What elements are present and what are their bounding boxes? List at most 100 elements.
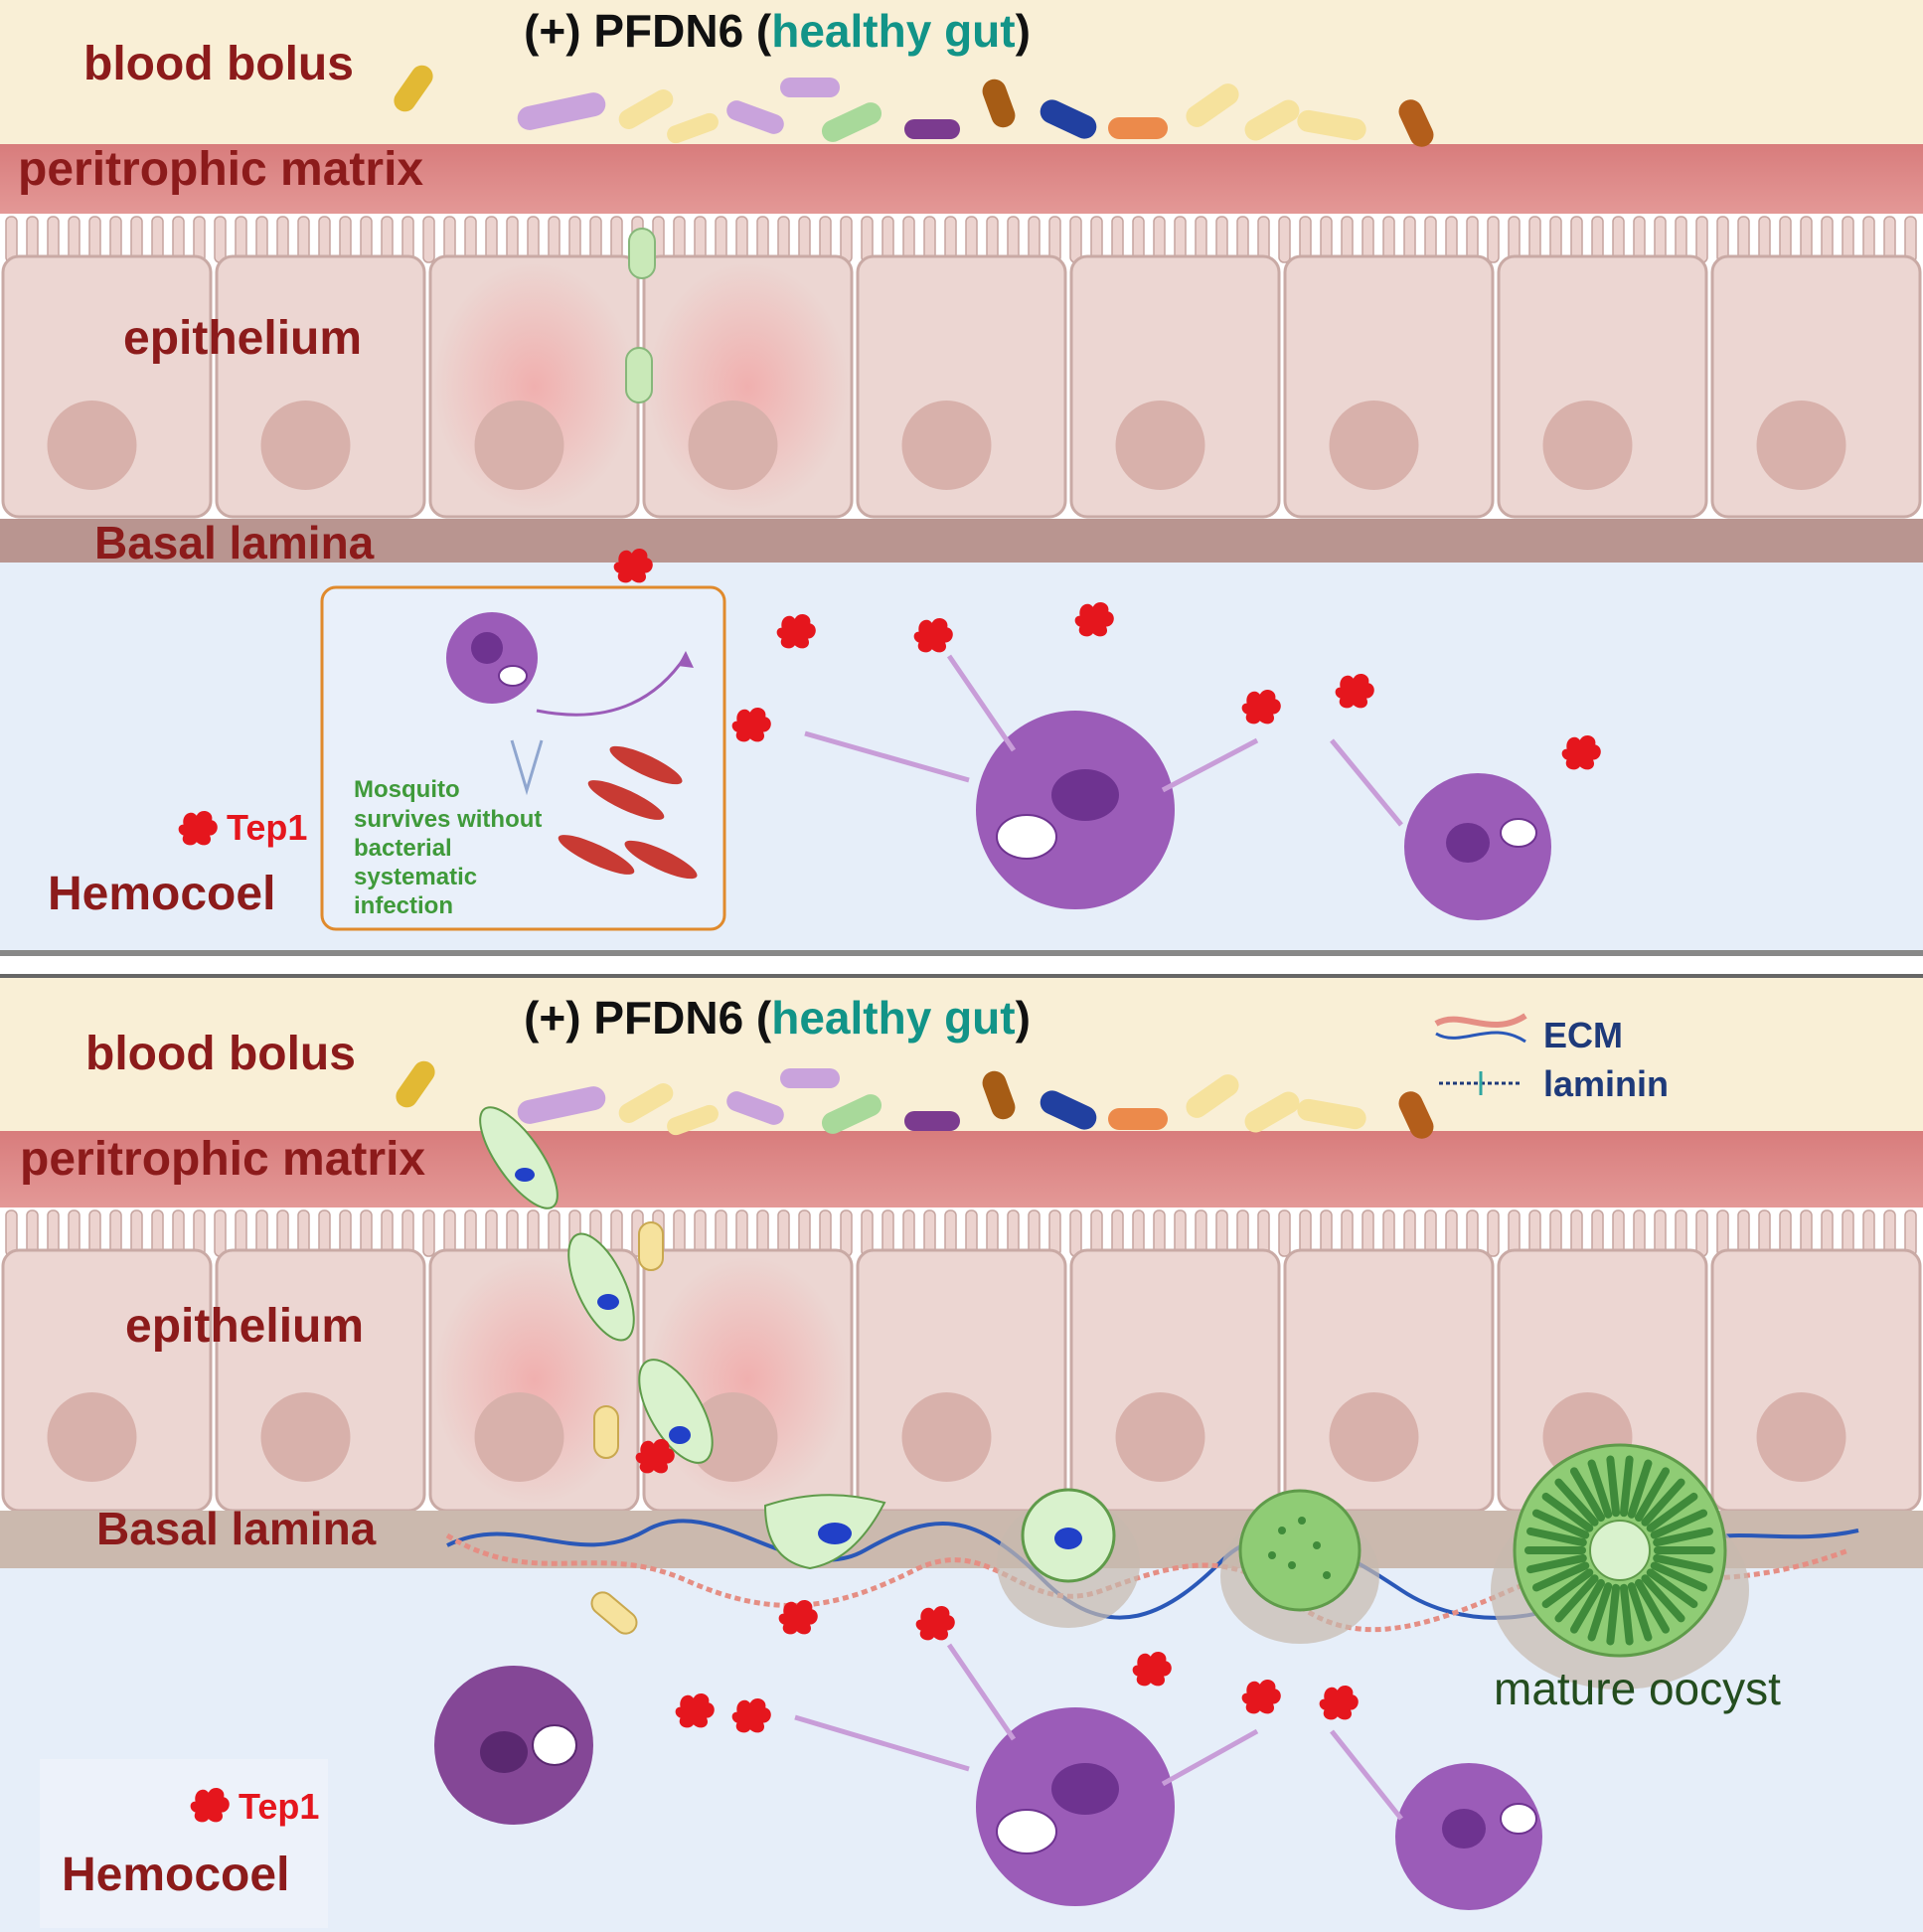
sporozoite [1570, 1467, 1605, 1523]
young-oocyst [997, 1488, 1140, 1628]
peritrophic-matrix-label: peritrophic matrix [18, 143, 423, 196]
bacterium [1108, 117, 1168, 139]
epithelium-cells [1, 1248, 1922, 1513]
microvillus [1069, 216, 1082, 263]
cell-nucleus [1329, 1392, 1419, 1482]
sporozoite [1619, 1455, 1634, 1518]
bacterium [1398, 99, 1434, 147]
inset-arrowhead [678, 651, 694, 668]
sporozoite [1635, 1467, 1670, 1523]
sporozoite [1641, 1574, 1685, 1623]
sporozoite [1587, 1582, 1613, 1642]
cell-nucleus [688, 1392, 778, 1482]
sporozoite [1526, 1553, 1587, 1574]
basal-lamina-label: Basal lamina [94, 517, 375, 568]
sporozoite [1541, 1568, 1594, 1609]
sporozoite [1619, 1583, 1634, 1646]
bacterium [618, 89, 674, 129]
hemocyte-small [1404, 773, 1551, 920]
bacterium [1040, 99, 1097, 139]
tep1-label: Tep1 [227, 807, 307, 848]
bacteria-group [394, 65, 1434, 403]
mosquito-icons [558, 745, 698, 880]
inset-text-line: infection [354, 892, 453, 919]
inset-arrow [536, 655, 688, 717]
sporozoite [1627, 1582, 1653, 1642]
sporozoite [1641, 1478, 1685, 1527]
microvillus [214, 1209, 227, 1257]
sporozoite [1531, 1561, 1590, 1592]
sporozoite [1541, 1492, 1594, 1532]
cell-nucleus [1756, 401, 1846, 490]
microvillus [422, 216, 435, 263]
peritrophic-matrix-band [0, 1131, 1923, 1216]
bacteria-group [396, 1060, 1434, 1635]
inset-text-line: bacterial [354, 835, 452, 862]
cell-nucleus [688, 401, 778, 490]
inset-down-chevron [510, 739, 544, 796]
panel-title: (+) PFDN6 (healthy gut) [524, 992, 1031, 1044]
bacterium-crossing [628, 228, 656, 279]
cell-nucleus [1115, 1392, 1205, 1482]
cell-nucleus [901, 1392, 992, 1482]
microvillus [840, 1209, 853, 1257]
cell-nucleus [1115, 401, 1205, 490]
sporozoite [1570, 1578, 1605, 1634]
sporozoite [1531, 1509, 1590, 1539]
ecm-legend: ECM laminin [1434, 1013, 1669, 1104]
inset-text-line: Mosquito [354, 776, 460, 803]
bacterium [780, 78, 840, 97]
cell-nucleus [47, 1392, 137, 1482]
microvillus [1487, 216, 1500, 263]
inset-box: Mosquito survives without bacterial syst… [320, 585, 726, 931]
sporozoite [1554, 1574, 1599, 1623]
sporozoite [1526, 1527, 1587, 1547]
hemocoel-label: Hemocoel [62, 1849, 289, 1901]
cell-nucleus [47, 401, 137, 490]
ookinete-crossing [479, 1106, 714, 1464]
bacterium [1297, 109, 1366, 141]
blood-bolus-region [0, 978, 1923, 1137]
bacterium [667, 112, 719, 144]
sporozoite [1646, 1492, 1698, 1532]
microvillus [840, 216, 853, 263]
sporozoite [1653, 1527, 1713, 1547]
inset-text-line: survives without [354, 806, 542, 833]
cell-nucleus [901, 401, 992, 490]
early-oocyst [763, 1494, 886, 1570]
ecm-legend-label: ECM [1543, 1015, 1623, 1055]
cell-nucleus [260, 401, 351, 490]
microvillus [422, 1209, 435, 1257]
cell-nucleus [1542, 401, 1633, 490]
mature-oocyst-body [1491, 1443, 1749, 1690]
secretion-arrows [794, 1643, 1403, 1821]
hemocyte-small [1395, 1763, 1542, 1910]
cell-nucleus [1329, 401, 1419, 490]
microvillus [1695, 1209, 1708, 1257]
bacterium [517, 92, 606, 130]
bacterium [982, 79, 1016, 128]
bacterium [1186, 83, 1239, 127]
hemocyte-dark [434, 1666, 593, 1825]
bacterium [726, 100, 784, 134]
sporozoite [1650, 1561, 1708, 1592]
laminin-legend-label: laminin [1543, 1063, 1669, 1104]
sporozoite [1606, 1455, 1621, 1518]
microvillus [1278, 216, 1291, 263]
microvillus [214, 216, 227, 263]
panel-divider [0, 950, 1923, 956]
inset-hemocyte [446, 612, 538, 704]
developing-oocyst [1220, 1489, 1379, 1644]
sporozoite [1646, 1568, 1698, 1609]
microvillus [1487, 1209, 1500, 1257]
epithelium-label: epithelium [123, 312, 362, 365]
peritrophic-matrix-label: peritrophic matrix [20, 1133, 425, 1186]
basal-lamina-label: Basal lamina [96, 1503, 377, 1554]
microvillus [1278, 1209, 1291, 1257]
hemocoel-label-backdrop [40, 1759, 328, 1928]
hemocyte-large [976, 711, 1175, 909]
inset-frame [320, 585, 726, 931]
mature-oocyst-label: mature oocyst [1494, 1663, 1781, 1714]
sporozoite [1587, 1459, 1613, 1519]
